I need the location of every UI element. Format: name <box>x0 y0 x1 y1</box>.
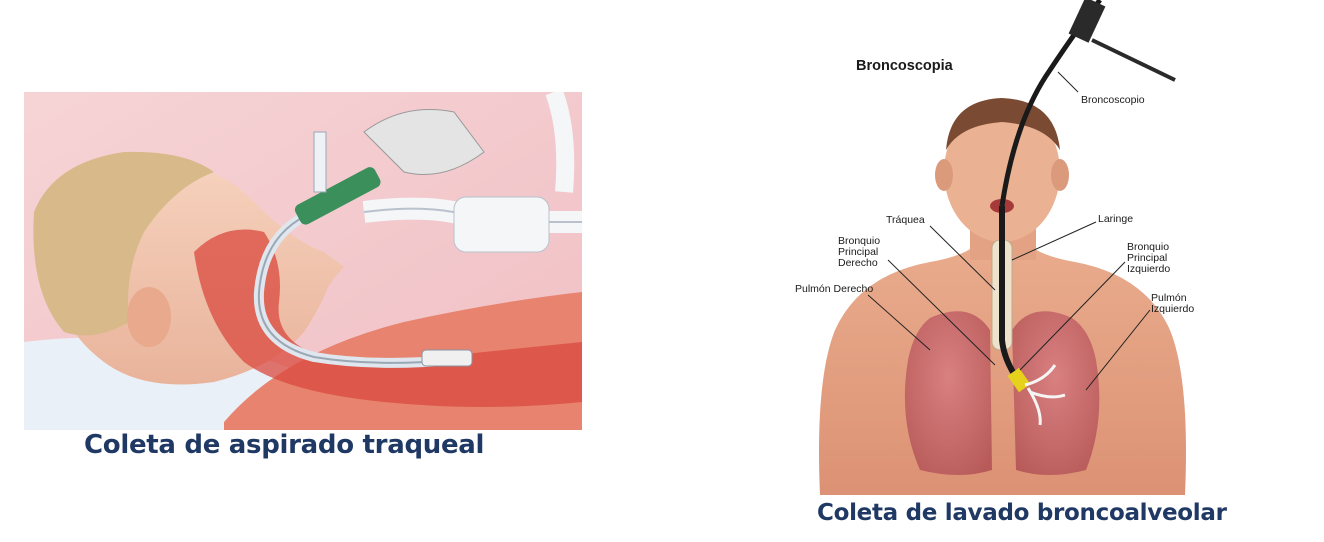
label-traquea: Tráquea <box>886 214 925 226</box>
suction-catheter <box>257 211 455 364</box>
label-bronquio-izquierdo-1: Bronquio <box>1127 241 1169 253</box>
connector <box>421 349 473 367</box>
bronchoscopy-drawing: Broncoscopia Broncoscopio Tráquea Laring… <box>795 0 1194 495</box>
bronchial-tree <box>1024 364 1066 426</box>
label-pulmon-izquierdo-2: Izquierdo <box>1151 303 1194 315</box>
label-pulmon-derecho: Pulmón Derecho <box>795 283 873 295</box>
y-connector <box>453 196 550 253</box>
hair <box>946 98 1060 150</box>
port <box>313 131 327 193</box>
left-ear <box>935 159 953 191</box>
tracheal-aspirate-illustration <box>24 92 582 430</box>
right-lung <box>904 311 992 475</box>
label-bronquio-derecho-3: Derecho <box>838 257 878 269</box>
label-bronquio-izquierdo-3: Izquierdo <box>1127 263 1170 275</box>
label-bronquio-derecho-1: Bronquio <box>838 235 880 247</box>
label-pulmon-izquierdo-1: Pulmón <box>1151 292 1187 304</box>
bronchoscope-side-port <box>1091 38 1176 82</box>
bronchoscope-handle <box>1068 0 1106 43</box>
left-lung <box>1012 311 1100 475</box>
caption-bronchoalveolar-lavage: Coleta de lavado broncoalveolar <box>817 500 1227 526</box>
right-ear <box>1051 159 1069 191</box>
hair <box>33 151 214 336</box>
label-laringe: Laringe <box>1098 213 1133 225</box>
suction-device <box>294 167 381 225</box>
bronchoscope-tip <box>1007 367 1031 393</box>
airway-anatomy <box>194 229 582 407</box>
ear <box>127 287 171 347</box>
gloved-hand <box>363 109 485 175</box>
caption-tracheal-aspirate: Coleta de aspirado traqueal <box>84 430 485 460</box>
label-bronquio-izquierdo-2: Principal <box>1127 252 1167 264</box>
head <box>944 102 1060 242</box>
tracheal-aspirate-drawing <box>24 92 582 430</box>
label-broncoscopio: Broncoscopio <box>1081 94 1145 106</box>
leader-lines <box>867 71 1151 391</box>
label-bronquio-derecho-2: Principal <box>838 246 878 258</box>
diagram-title: Broncoscopia <box>856 58 954 74</box>
tubing-upper <box>545 92 575 193</box>
bronchoscopy-illustration: Broncoscopia Broncoscopio Tráquea Laring… <box>780 0 1220 500</box>
